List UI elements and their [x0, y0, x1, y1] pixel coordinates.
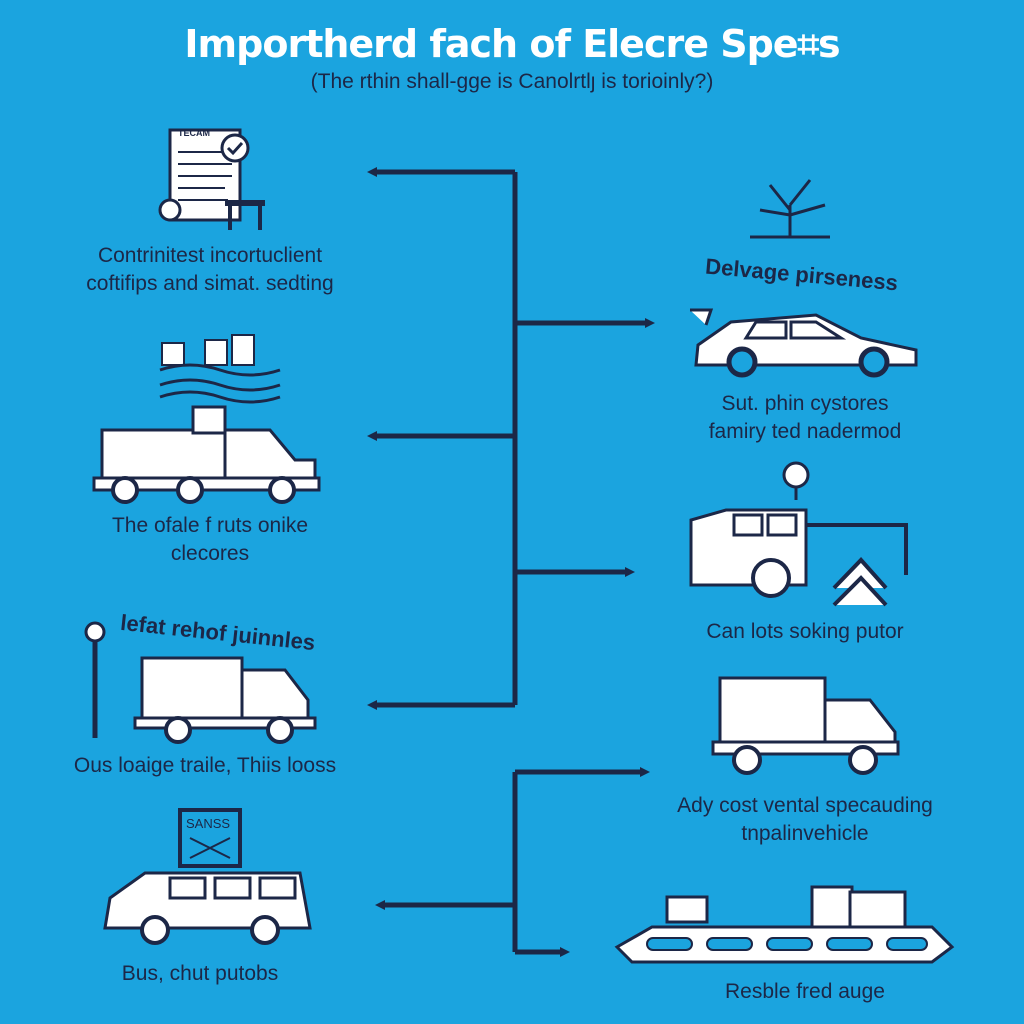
charging-truck-icon — [689, 461, 908, 607]
page-subtitle: (The rthin shall-gge is Canolrtlȷ is tor… — [310, 70, 714, 93]
label-line: Contrinitest incortuclient — [97, 244, 323, 267]
label-line: The ofale f ruts onike — [111, 514, 309, 537]
page-title: Importherd fach of Elecre Spe⌗s — [184, 22, 840, 66]
delivery-truck-icon — [92, 334, 321, 504]
label-line: tnpalinvehicle — [741, 822, 869, 845]
cargo-truck-icon — [711, 676, 900, 775]
left-item-2-label: The ofale f ruts onike clecores — [40, 512, 380, 568]
right-item-2-label: Can lots soking putor — [706, 620, 904, 643]
plant-icon — [750, 179, 830, 239]
left-item-1-label: Contrinitest incortuclient coftifips and… — [40, 242, 380, 298]
box-truck-icon — [84, 621, 317, 744]
label-line: clecores — [170, 542, 250, 565]
left-item-3-label: Ous loaige traile, Thiis looss — [73, 754, 337, 777]
document-badge: TECAM — [178, 128, 210, 138]
document-checklist-icon — [158, 128, 265, 230]
right-item-1-label: Sut. phin cystores famiry ted nadermod — [640, 390, 970, 446]
left-item-4-label: Bus, chut putobs — [121, 962, 279, 985]
label-line: famiry ted nadermod — [708, 420, 902, 443]
right-item-4-label: Resble fred auge — [725, 980, 885, 1003]
label-line: coftifips and simat. sedting — [86, 272, 334, 295]
label-line: Sut. phin cystores — [721, 392, 889, 415]
train-icon — [614, 885, 955, 964]
van-sign: SANSS — [186, 816, 231, 831]
sedan-car-icon — [690, 308, 918, 378]
van-icon — [103, 808, 312, 945]
right-item-3-label: Ady cost vental specauding tnpalinvehicl… — [630, 792, 980, 848]
label-line: Ady cost vental specauding — [677, 794, 933, 817]
